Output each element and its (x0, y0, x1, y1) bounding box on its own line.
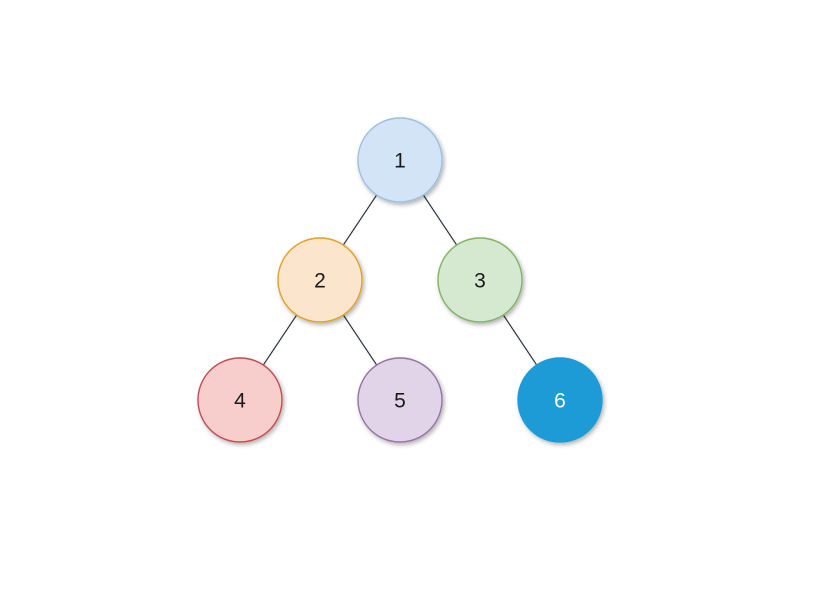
graph-node-1[interactable]: 1 (357, 117, 443, 203)
graph-node-3[interactable]: 3 (437, 237, 523, 323)
node-circle-2[interactable] (277, 237, 363, 323)
graph-edge-1-3 (422, 194, 458, 246)
graph-node-5[interactable]: 5 (357, 357, 443, 443)
graph-edge-2-5 (342, 314, 378, 366)
node-circle-5[interactable] (357, 357, 443, 443)
graph-edge-2-4 (262, 314, 298, 366)
node-label-6: 6 (554, 390, 566, 413)
node-layer: 1 2 3 4 5 6 (197, 117, 603, 443)
graph-node-4[interactable]: 4 (197, 357, 283, 443)
graph-node-2[interactable]: 2 (277, 237, 363, 323)
graph-node-6[interactable]: 6 (517, 357, 603, 443)
node-label-5: 5 (394, 390, 406, 413)
graph-edge-1-2 (342, 194, 378, 246)
node-label-2: 2 (314, 270, 326, 293)
node-label-3: 3 (474, 270, 486, 293)
node-label-4: 4 (234, 390, 246, 413)
graph-edge-3-6 (502, 314, 538, 366)
node-circle-4[interactable] (197, 357, 283, 443)
node-circle-highlighted-6[interactable] (517, 357, 603, 443)
node-circle-3[interactable] (437, 237, 523, 323)
node-circle-1[interactable] (357, 117, 443, 203)
node-label-1: 1 (394, 150, 406, 173)
edge-layer (262, 194, 538, 366)
